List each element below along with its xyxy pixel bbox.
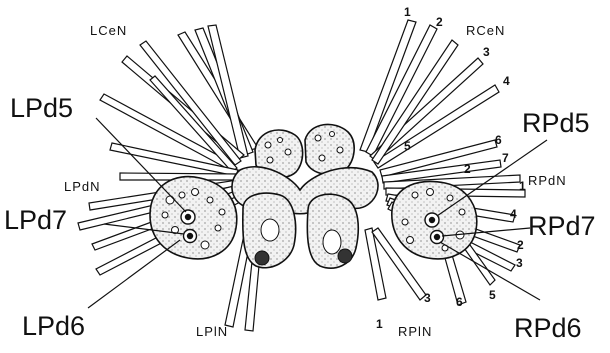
nerve-number: 1 xyxy=(404,6,411,18)
nerve-number: 6 xyxy=(495,134,502,146)
nerve-number: 2 xyxy=(464,163,471,175)
lpdn-label: LPdN xyxy=(64,180,101,193)
nerve-number: 3 xyxy=(483,46,490,58)
rpd6-label: RPd6 xyxy=(514,315,582,342)
rpdn-label: RPdN xyxy=(528,174,567,187)
nerve-number: 4 xyxy=(510,208,517,220)
nerve-number: 3 xyxy=(424,292,431,304)
rpln-label: RPlN xyxy=(398,325,432,338)
lpd7-label: LPd7 xyxy=(4,207,67,234)
nerve-number: 6 xyxy=(456,296,463,308)
rcen-label: RCeN xyxy=(466,24,505,37)
nerve-number: 4 xyxy=(503,75,510,87)
lcen-label: LCeN xyxy=(90,24,127,37)
nerve-bundles xyxy=(78,20,525,331)
nerve-number: 7 xyxy=(502,152,509,164)
nerve-number: 1 xyxy=(376,318,383,330)
nerve-number: 2 xyxy=(436,16,443,28)
rpd7-label: RPd7 xyxy=(528,213,596,240)
nerve-number: 1 xyxy=(519,180,526,192)
nerve-number: 3 xyxy=(516,257,523,269)
lpd6-label: LPd6 xyxy=(22,313,85,340)
lpd5-label: LPd5 xyxy=(10,95,73,122)
rpd5-label: RPd5 xyxy=(522,110,590,137)
lpln-label: LPlN xyxy=(196,325,228,338)
nerve-number: 2 xyxy=(517,239,524,251)
nerve-number: 5 xyxy=(489,289,496,301)
nerve-number: 5 xyxy=(404,140,411,152)
